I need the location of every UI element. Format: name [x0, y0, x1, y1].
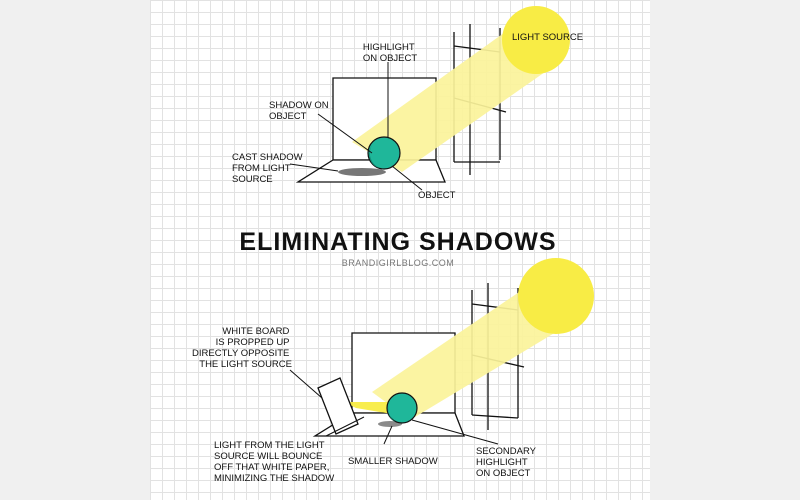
label-light-source: LIGHT SOURCE: [512, 32, 583, 43]
leader-smaller-shadow: [383, 425, 393, 445]
top-object-shade: [369, 145, 380, 168]
top-light-beam: [352, 30, 545, 172]
leader-white-board: [289, 369, 323, 399]
top-cast-shadow: [338, 168, 386, 176]
bounce-light: [344, 402, 392, 414]
leader-object: [391, 165, 423, 191]
leader-shadow-on-object: [317, 113, 373, 154]
bottom-light-source: [518, 258, 594, 334]
leader-bounce: [325, 416, 365, 437]
leader-cast-shadow: [289, 163, 339, 172]
leader-secondary-highlight: [411, 419, 499, 445]
top-diagram: [289, 6, 570, 191]
label-secondary-highlight: SECONDARY HIGHLIGHT ON OBJECT: [476, 446, 538, 479]
bottom-light-beam: [372, 286, 566, 420]
top-light-source: [502, 6, 570, 74]
label-bounce: LIGHT FROM THE LIGHT SOURCE WILL BOUNCE …: [214, 440, 334, 484]
label-white-board: WHITE BOARD IS PROPPED UP DIRECTLY OPPOS…: [192, 326, 292, 370]
white-board: [317, 377, 359, 435]
label-shadow-on-object: SHADOW ON OBJECT: [269, 100, 331, 122]
bottom-diagram: [289, 258, 594, 445]
top-object: [367, 136, 401, 170]
page-title: ELIMINATING SHADOWS: [239, 228, 556, 256]
smaller-shadow-mark: [378, 421, 402, 427]
label-object: OBJECT: [418, 190, 456, 201]
label-smaller-shadow: SMALLER SHADOW: [348, 456, 438, 467]
label-cast-shadow: CAST SHADOW FROM LIGHT SOURCE: [232, 152, 305, 185]
label-highlight: HIGHLIGHT ON OBJECT: [363, 42, 418, 64]
page-subtitle: BRANDIGIRLBLOG.COM: [342, 258, 455, 268]
bottom-object: [386, 392, 418, 424]
